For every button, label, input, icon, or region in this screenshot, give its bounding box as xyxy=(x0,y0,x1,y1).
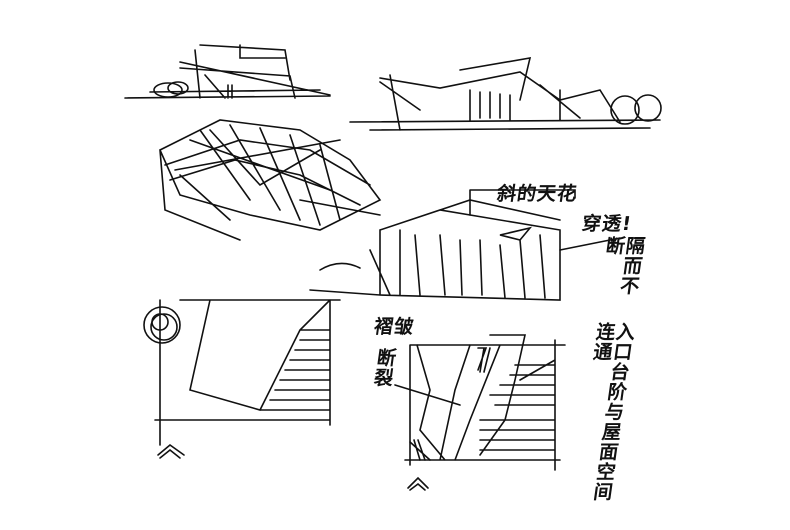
note-slanted-ceiling: 斜的天花 xyxy=(495,183,579,205)
note-separated-not-cut: 隔而不断 xyxy=(601,236,647,296)
note-fold: 褶皱 xyxy=(372,316,416,338)
section-perspective-sketch xyxy=(309,189,621,301)
plan-sketch-left xyxy=(143,299,341,459)
plan-sketch-right xyxy=(394,334,566,491)
note-penetrate: 穿透! xyxy=(580,213,634,235)
elevation-sketch-left xyxy=(124,44,331,99)
roof-perspective-sketch xyxy=(158,119,382,241)
elevation-sketch-right xyxy=(349,57,662,131)
